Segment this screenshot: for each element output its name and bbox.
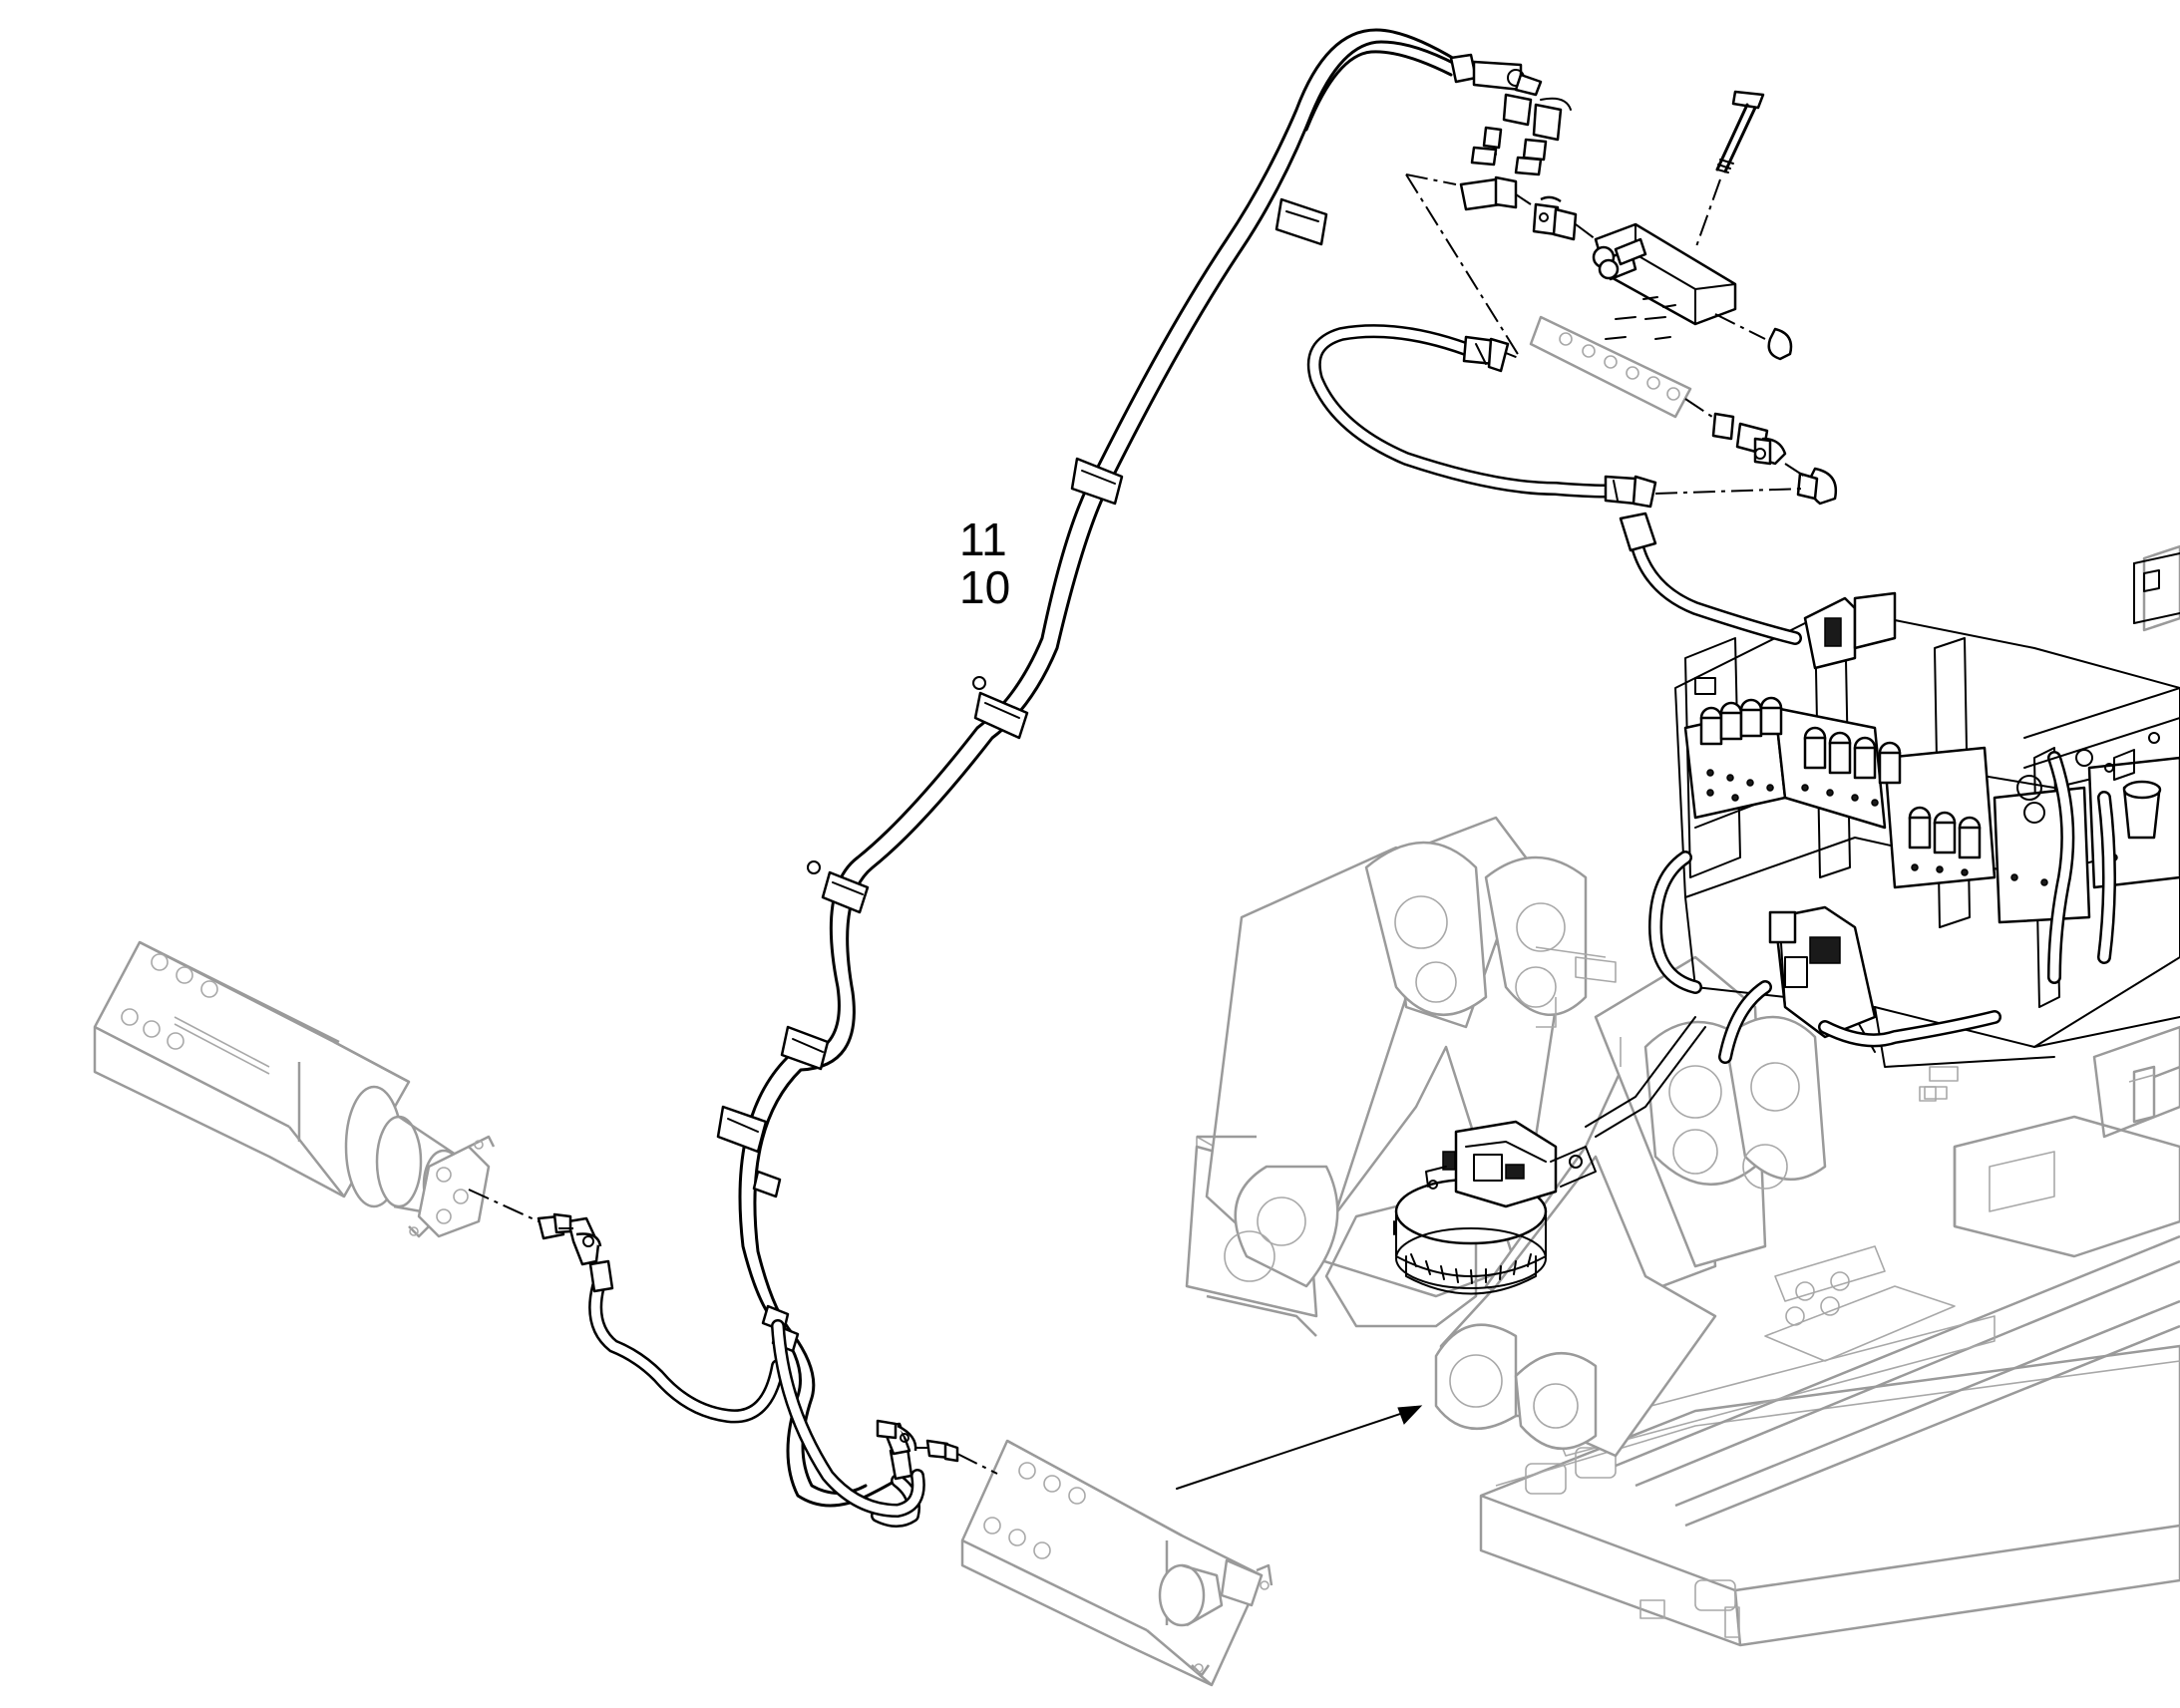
- upper-hose-end-fittings: [1449, 53, 1572, 176]
- callout-label-10: 10: [959, 561, 1010, 613]
- swing-motor: [1324, 1120, 1597, 1328]
- machine-chassis-frame: [1196, 544, 2180, 1647]
- valve-port-dots: [1706, 769, 2118, 886]
- location-pointer-arrow: [1176, 1405, 1423, 1490]
- left-cylinder-hose: [468, 1189, 785, 1424]
- main-control-valve-assembly: [1585, 512, 2180, 1138]
- lower-cylinder-hose: [771, 1319, 998, 1528]
- callout-label-11: 11: [959, 513, 1007, 565]
- loop-hose: [1306, 324, 1806, 509]
- lower-hydraulic-cylinder: [960, 1439, 1273, 1687]
- top-right-manifold-group: [1405, 90, 1838, 506]
- left-hydraulic-cylinder: [93, 940, 496, 1238]
- hose-pair-upper: [738, 28, 1468, 1508]
- boom-mount-tower: [1185, 816, 1948, 1458]
- swing-motor-gear-teeth: [1410, 1253, 1532, 1284]
